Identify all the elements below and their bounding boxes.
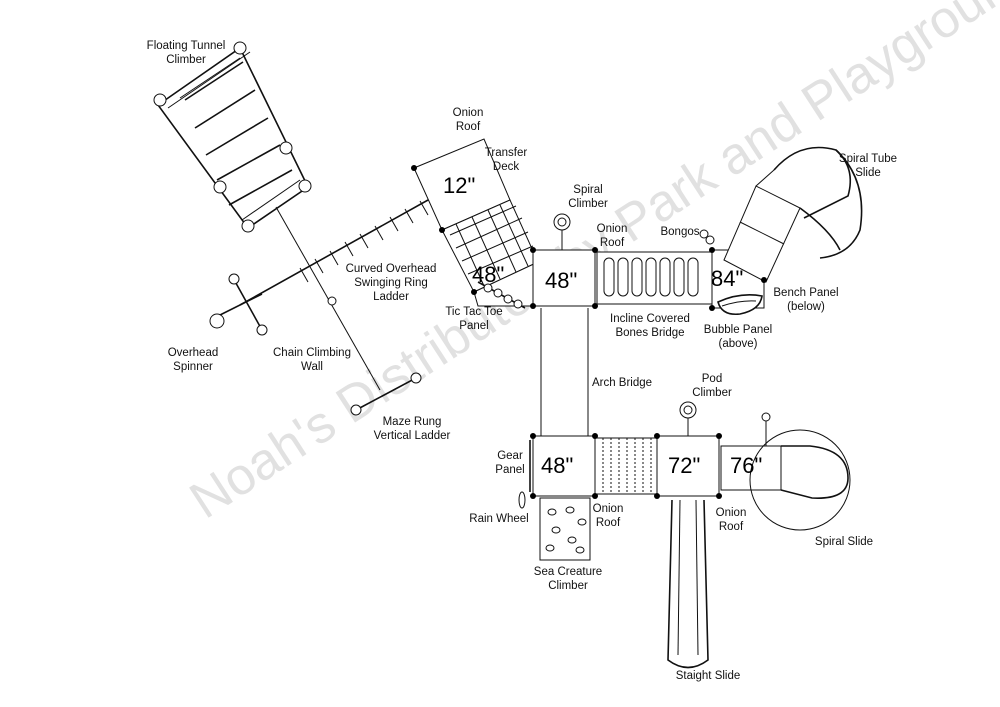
chain-line (275, 206, 381, 391)
deck-72 (656, 435, 720, 497)
deck-label-76: 76" (730, 453, 762, 478)
deck-label-84: 84" (711, 266, 743, 291)
label-spiral-slide: Spiral Slide (815, 536, 873, 548)
deck-gear-48 (532, 435, 596, 497)
straight-slide (667, 499, 709, 669)
maze-rung-ladder (327, 296, 422, 416)
spiral-tube-slide (723, 146, 863, 283)
spiral-climber (553, 213, 571, 250)
transfer-deck (413, 138, 539, 293)
sea-creature-climber (539, 497, 591, 561)
label-bongos: Bongos (660, 226, 699, 238)
bones-bridge (596, 251, 713, 305)
label-arch-bridge: Arch Bridge (592, 377, 652, 389)
label-rain-wheel: Rain Wheel (469, 513, 528, 525)
label-bubble-panel: Bubble Panel(above) (704, 324, 772, 350)
curved-overhead-ladder (239, 194, 438, 306)
post-dots (411, 165, 767, 499)
overhead-spinner (209, 273, 268, 336)
deck-label-12: 12" (443, 173, 475, 198)
deck-center-48 (532, 249, 596, 307)
lower-bridge (594, 437, 658, 495)
arch-bridge (540, 308, 589, 436)
deck-label-48-left: 48" (472, 262, 504, 287)
label-straight-slide: Staight Slide (676, 670, 741, 682)
rain-wheel (518, 491, 526, 509)
tic-tac-toe-panel (477, 281, 526, 309)
bongos (699, 229, 715, 245)
bubble-panel (717, 294, 763, 316)
deck-label-48-center: 48" (545, 268, 577, 293)
floating-tunnel-climber (153, 41, 312, 233)
deck-label-72: 72" (668, 453, 700, 478)
pod-climber (679, 401, 697, 436)
label-bench-panel: Bench Panel(below) (773, 287, 838, 313)
deck-label-48-gear: 48" (541, 453, 573, 478)
spiral-slide (749, 412, 851, 531)
